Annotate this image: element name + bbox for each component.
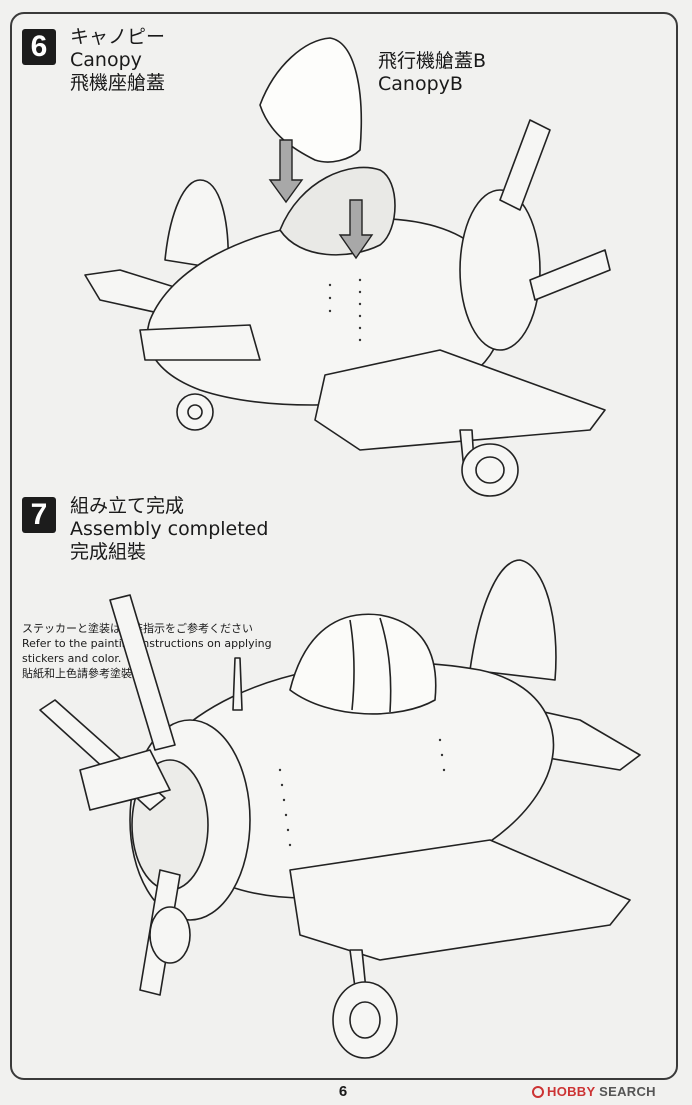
canopy-installation-illustration: [84, 37, 611, 497]
sticker-note-zh: 貼紙和上色請參考塗裝指示: [22, 667, 154, 680]
sticker-note-en-1: Refer to the painting instructions on ap…: [22, 637, 272, 650]
canopy-b-label-en: CanopyB: [378, 73, 463, 95]
step-7-number: 7: [22, 497, 56, 533]
step-6-title-en: Canopy: [70, 49, 142, 71]
completed-aircraft-illustration: [39, 559, 641, 1059]
page-border: [10, 12, 678, 1080]
step-7-title-ja: 組み立て完成: [70, 495, 185, 517]
sticker-note-en-2: stickers and color.: [22, 652, 122, 665]
step-6-number: 6: [22, 29, 56, 65]
hobbysearch-logo-icon: [532, 1086, 544, 1098]
watermark-suffix: SEARCH: [599, 1084, 656, 1099]
step-6-title-ja: キャノピー: [70, 26, 166, 48]
step-7-title-en: Assembly completed: [70, 518, 269, 540]
step-7-title-zh: 完成組裝: [70, 541, 147, 563]
watermark-brand: HOBBY: [547, 1084, 596, 1099]
canopy-b-label-zh: 飛行機艙蓋B: [378, 50, 487, 72]
hobbysearch-watermark: HOBBY SEARCH: [532, 1084, 656, 1099]
step-6-title-zh: 飛機座艙蓋: [70, 72, 166, 94]
page-number: 6: [328, 1083, 358, 1100]
